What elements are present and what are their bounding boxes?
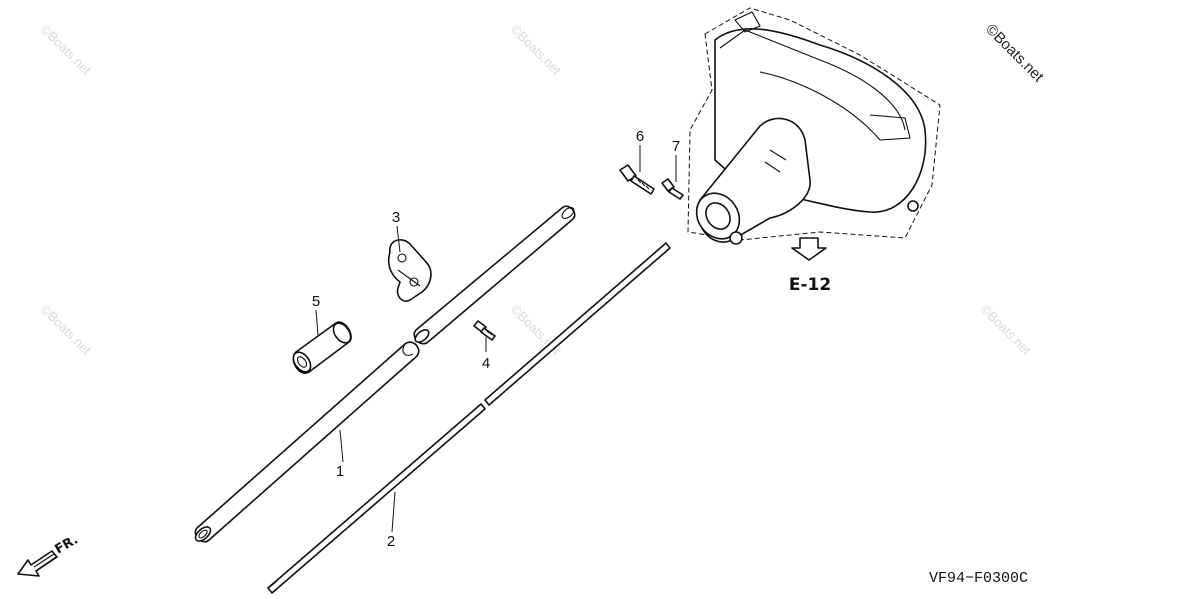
diagram-code: VF94−F0300C <box>929 570 1028 587</box>
watermark: ©Boats.net <box>38 22 94 78</box>
front-label: FR. <box>53 532 81 557</box>
part-3-clamp <box>387 239 432 302</box>
gear-case-assembly <box>687 7 941 245</box>
watermark: ©Boats.net <box>38 302 94 358</box>
watermark: ©Boats.net <box>978 302 1034 358</box>
front-arrow-icon <box>17 550 58 577</box>
leader-lines <box>315 145 677 533</box>
part-1-upper-pipe <box>413 205 576 345</box>
part-1-main-pipe <box>194 341 420 543</box>
watermark: ©Boats.net <box>508 22 564 78</box>
callout-7: 7 <box>672 138 680 155</box>
callout-4: 4 <box>482 355 490 372</box>
watermark: ©Boats.net <box>508 302 564 358</box>
callout-6: 6 <box>636 128 644 145</box>
reference-label: E-12 <box>789 275 831 295</box>
callout-1: 1 <box>336 463 344 480</box>
callout-5: 5 <box>312 293 320 310</box>
part-5-sleeve <box>292 321 352 374</box>
callout-2: 2 <box>387 533 395 550</box>
part-7-bolt <box>661 178 684 200</box>
part-2-drive-shaft <box>267 242 671 594</box>
part-6-screw <box>619 164 655 195</box>
part-4-bolt <box>473 320 496 341</box>
reference-arrow <box>791 237 827 261</box>
corner-watermark: ©Boats.net <box>982 21 1047 86</box>
callout-3: 3 <box>392 209 400 226</box>
